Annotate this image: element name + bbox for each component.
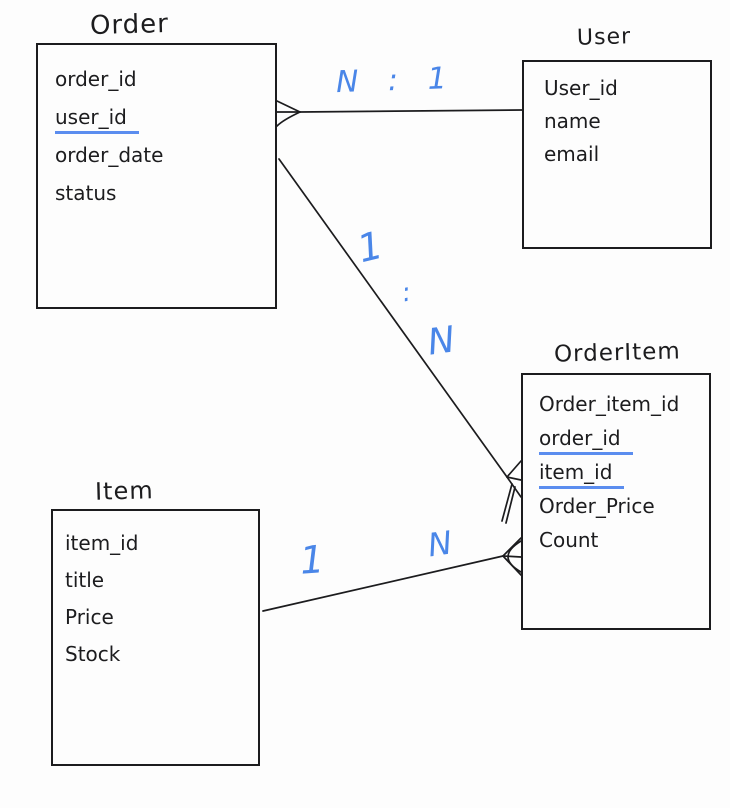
field-orderitem-item-id-underlined: item_id: [539, 460, 625, 489]
field-orderitem-order-id: order_id: [539, 421, 709, 455]
relationship-line-order-orderitem: [278, 158, 508, 478]
field-order-price: Order_Price: [539, 494, 655, 518]
entity-fields-orderitem: Order_item_id order_id item_id Order_Pri…: [523, 375, 709, 557]
field-order-date: order_date: [55, 143, 164, 167]
entity-fields-order: order_id user_id order_date status: [38, 45, 275, 212]
field-order-id: order_id: [55, 67, 137, 91]
entity-title-order: Order: [89, 8, 170, 42]
relationship-line-item-orderitem: [262, 555, 504, 612]
entity-fields-user: User_id name email: [524, 62, 710, 171]
entity-title-item: Item: [94, 476, 154, 506]
field-name: name: [544, 109, 601, 133]
field-user-id: user_id: [55, 98, 275, 136]
entity-title-user: User: [576, 24, 632, 51]
crowsfoot-orderitem-upper-many: [501, 460, 522, 524]
entity-box-orderitem: Order_item_id order_id item_id Order_Pri…: [521, 373, 711, 630]
field-price: Price: [65, 605, 114, 629]
relationship-line-order-user: [299, 109, 523, 113]
field-orderitem-order-id-underlined: order_id: [539, 426, 633, 455]
crowsfoot-orderitem-lower-many: [502, 537, 522, 576]
field-item-id: item_id: [65, 531, 139, 555]
field-order-item-id: Order_item_id: [539, 392, 680, 416]
field-user-id-underlined: user_id: [55, 105, 139, 134]
entity-title-orderitem: OrderItem: [553, 338, 682, 368]
field-orderitem-item-id: item_id: [539, 455, 709, 489]
cardinality-label-item-orderitem-many: N: [425, 523, 455, 565]
field-status: status: [55, 181, 117, 205]
entity-box-item: item_id title Price Stock: [51, 509, 260, 766]
crowsfoot-order-many: [276, 100, 301, 127]
entity-box-user: User_id name email: [522, 60, 712, 249]
field-user-id-pk: User_id: [544, 76, 618, 100]
cardinality-label-item-orderitem-one: 1: [298, 537, 326, 583]
field-title: title: [65, 568, 105, 592]
entity-fields-item: item_id title Price Stock: [53, 511, 258, 673]
field-email: email: [544, 142, 600, 166]
cardinality-label-order-user: N : 1: [335, 60, 458, 101]
cardinality-label-order-orderitem-many: N: [425, 319, 458, 364]
cardinality-label-order-orderitem-one: 1: [353, 222, 388, 272]
cardinality-label-order-orderitem-colon: :: [399, 277, 414, 309]
field-stock: Stock: [65, 642, 121, 666]
field-count: Count: [539, 528, 599, 552]
entity-box-order: order_id user_id order_date status: [36, 43, 277, 309]
